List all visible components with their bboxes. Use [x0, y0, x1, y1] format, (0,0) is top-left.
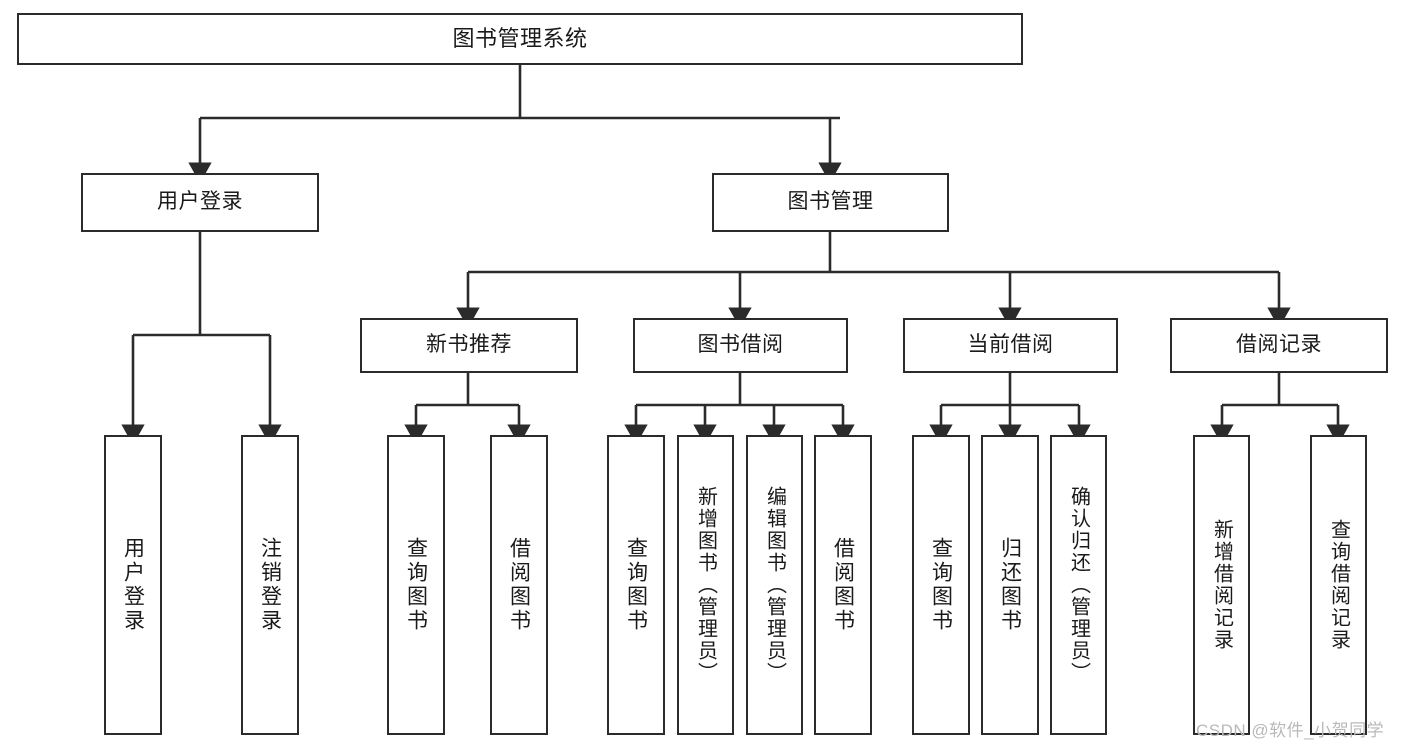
node-label: 借阅图书 [507, 537, 531, 633]
node-current-borrow[interactable]: 当前借阅 [903, 318, 1118, 373]
node-borrow-record[interactable]: 借阅记录 [1170, 318, 1388, 373]
leaf-query-book-recommend[interactable]: 查询图书 [387, 435, 445, 735]
node-label: 图书管理系统 [452, 26, 588, 52]
node-book-manage[interactable]: 图书管理 [712, 173, 949, 232]
leaf-borrow-book[interactable]: 借阅图书 [814, 435, 872, 735]
node-label: 新增借阅记录 [1210, 519, 1233, 651]
node-label: 归还图书 [998, 537, 1022, 633]
leaf-return-book[interactable]: 归还图书 [981, 435, 1039, 735]
leaf-edit-book-admin[interactable]: 编辑图书（管理员） [746, 435, 803, 735]
node-label: 注销登录 [258, 537, 282, 633]
node-label: 新书推荐 [426, 333, 512, 357]
leaf-add-borrow-record[interactable]: 新增借阅记录 [1193, 435, 1250, 735]
leaf-user-login[interactable]: 用户登录 [104, 435, 162, 735]
node-label: 查询图书 [624, 537, 648, 633]
node-label: 当前借阅 [967, 333, 1054, 357]
node-label: 图书管理 [787, 190, 874, 214]
node-label: 用户登录 [121, 537, 145, 633]
leaf-query-book-current[interactable]: 查询图书 [912, 435, 970, 735]
node-label: 图书借阅 [697, 333, 784, 357]
leaf-query-book-borrow[interactable]: 查询图书 [607, 435, 665, 735]
node-label: 用户登录 [157, 190, 243, 214]
leaf-query-borrow-record[interactable]: 查询借阅记录 [1310, 435, 1367, 735]
node-label: 借阅记录 [1236, 333, 1322, 357]
node-label: 编辑图书（管理员） [763, 486, 786, 684]
node-label: 新增图书（管理员） [694, 486, 717, 684]
node-label: 查询借阅记录 [1327, 519, 1350, 651]
leaf-borrow-book-recommend[interactable]: 借阅图书 [490, 435, 548, 735]
node-label: 确认归还（管理员） [1067, 486, 1090, 684]
node-label: 借阅图书 [831, 537, 855, 633]
leaf-add-book-admin[interactable]: 新增图书（管理员） [677, 435, 734, 735]
node-book-borrow[interactable]: 图书借阅 [633, 318, 848, 373]
node-root-system[interactable]: 图书管理系统 [17, 13, 1023, 65]
csdn-watermark: CSDN @软件_小贺同学 [1196, 721, 1385, 740]
leaf-logout[interactable]: 注销登录 [241, 435, 299, 735]
leaf-confirm-return-admin[interactable]: 确认归还（管理员） [1050, 435, 1107, 735]
node-label: 查询图书 [404, 537, 428, 633]
node-label: 查询图书 [929, 537, 953, 633]
node-new-book-recommend[interactable]: 新书推荐 [360, 318, 578, 373]
node-user-login[interactable]: 用户登录 [81, 173, 319, 232]
